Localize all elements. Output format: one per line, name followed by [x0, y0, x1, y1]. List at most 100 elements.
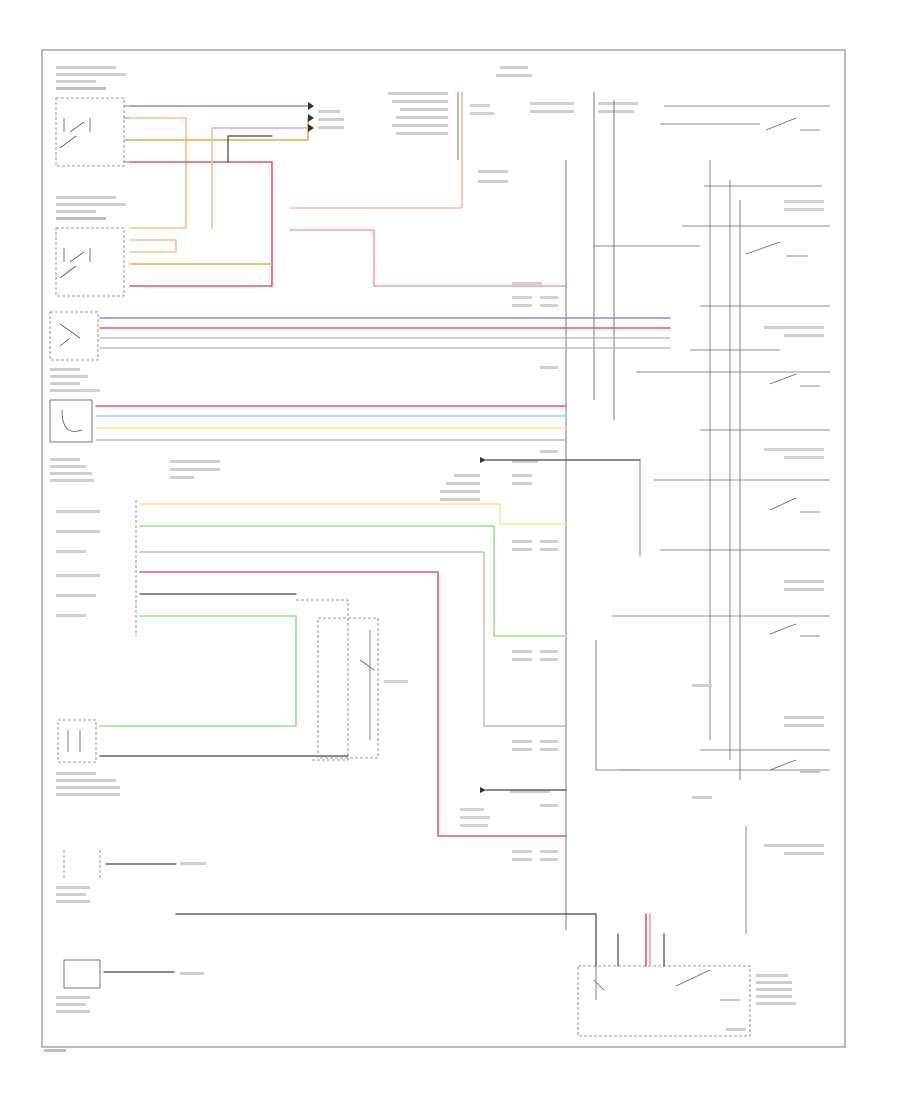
switch-assembly-housing — [49, 311, 99, 361]
module-caption-2 — [50, 465, 86, 468]
connector-label-top — [318, 110, 340, 113]
switch-row-2 — [682, 185, 830, 257]
sensor-component — [49, 399, 93, 443]
bus-label-30 — [460, 816, 490, 819]
switch-ladder — [594, 105, 830, 780]
module-relay-contacts — [359, 630, 375, 740]
bus-label-13 — [440, 490, 480, 493]
bus-label-15 — [512, 540, 532, 543]
bus-labels — [440, 282, 558, 861]
relay-upper-contacts — [59, 118, 91, 149]
bus-label-18 — [540, 548, 558, 551]
temp-sensor-housing — [57, 719, 97, 763]
bottom-caption-2 — [56, 893, 86, 896]
bottom-caption-5 — [56, 1003, 86, 1006]
text-block-top-4 — [396, 116, 448, 119]
switch-label-5 — [764, 448, 824, 451]
module-caption-5 — [170, 460, 220, 463]
wire-peach-relay2 — [129, 239, 177, 253]
bottom-component-2 — [63, 959, 101, 989]
bus-arrows — [480, 457, 486, 793]
temp-sensor — [57, 719, 97, 763]
switch-label-4 — [784, 334, 824, 337]
relay-upper-housing — [55, 97, 125, 167]
bus-label-21 — [512, 658, 532, 661]
wire-green-sensor — [99, 615, 297, 727]
bus-label-3 — [540, 296, 558, 299]
pin-row-4 — [56, 574, 100, 577]
bottom-caption-3 — [56, 900, 90, 903]
switch-label-2 — [784, 208, 824, 211]
switch-label-8 — [784, 588, 824, 591]
bus-label-26 — [540, 748, 558, 751]
relay-lower-caption-2 — [56, 203, 126, 206]
text-block-top-13 — [598, 102, 638, 105]
bottom-label-2 — [180, 972, 204, 975]
switch-assembly — [49, 311, 99, 361]
sensor-caption-3 — [50, 382, 80, 385]
sensor-housing — [49, 399, 93, 443]
text-block-top-3 — [400, 108, 448, 111]
control-unit-caption-6 — [726, 1028, 746, 1031]
sensor-element — [61, 409, 83, 432]
bottom-caption-6 — [56, 1010, 90, 1013]
switch-assembly-contacts — [59, 323, 81, 347]
bus-label-22 — [540, 658, 558, 661]
bus-label-4 — [512, 304, 532, 307]
switch-row-3 — [594, 245, 830, 351]
text-block-top-15 — [478, 170, 508, 173]
switch-label-6 — [784, 456, 824, 459]
relay-lower-caption — [56, 196, 116, 199]
bus-label-10 — [512, 482, 532, 485]
temp-sensor-caption-3 — [56, 786, 120, 789]
text-block-top-16 — [478, 180, 508, 183]
wire-red-relay-loop — [129, 161, 273, 287]
switch-row-5 — [639, 429, 830, 556]
bus-label-6 — [540, 366, 558, 369]
pin-row-2 — [56, 530, 100, 533]
sensor-caption-4 — [50, 389, 100, 392]
text-block-top-10 — [470, 112, 494, 115]
bus-label-7 — [540, 450, 558, 453]
bus-label-32 — [512, 850, 532, 853]
temp-sensor-caption-1 — [56, 772, 96, 775]
bus-label-24 — [540, 740, 558, 743]
module-caption-1 — [50, 458, 80, 461]
wire-red-module — [139, 571, 567, 837]
bus-label-19 — [512, 650, 532, 653]
text-block-top-6 — [396, 132, 448, 135]
switch-label-3 — [764, 326, 824, 329]
wire-gray-module — [139, 551, 567, 727]
wire-yellow-module — [139, 503, 567, 525]
diagram-frame — [41, 49, 846, 1048]
switch-row-7 — [595, 640, 830, 773]
module-pin-rows — [56, 510, 100, 617]
relay-upper-caption-4 — [56, 87, 106, 90]
control-unit-caption-4 — [756, 995, 792, 998]
module-caption-3 — [50, 472, 92, 475]
control-unit-caption-2 — [756, 981, 792, 984]
bus-label-5 — [540, 304, 558, 307]
bottom-caption-1 — [56, 886, 90, 889]
bus-label-8 — [512, 460, 538, 463]
bus-label-2 — [512, 296, 532, 299]
relay-upper — [55, 97, 130, 167]
relay-lower-caption-3 — [56, 210, 96, 213]
bus-label-12 — [446, 482, 480, 485]
relay-lower-caption-4 — [56, 217, 106, 220]
connector-label-top-3 — [318, 126, 344, 129]
switch-label-14 — [692, 796, 712, 799]
module-dash-outline — [135, 500, 349, 761]
switch-label-12 — [784, 852, 824, 855]
bottom-caption-4 — [56, 996, 90, 999]
bottom-component-1 — [63, 850, 101, 880]
switch-row-1 — [660, 105, 830, 131]
bus-label-31 — [460, 824, 488, 827]
switch-ladder-rails — [709, 160, 741, 780]
relay-upper-caption-3 — [56, 80, 96, 83]
bus-label-34 — [512, 858, 532, 861]
text-block-top-1 — [388, 92, 448, 95]
bus-label-25 — [512, 748, 532, 751]
wire-black-relay — [227, 135, 273, 163]
